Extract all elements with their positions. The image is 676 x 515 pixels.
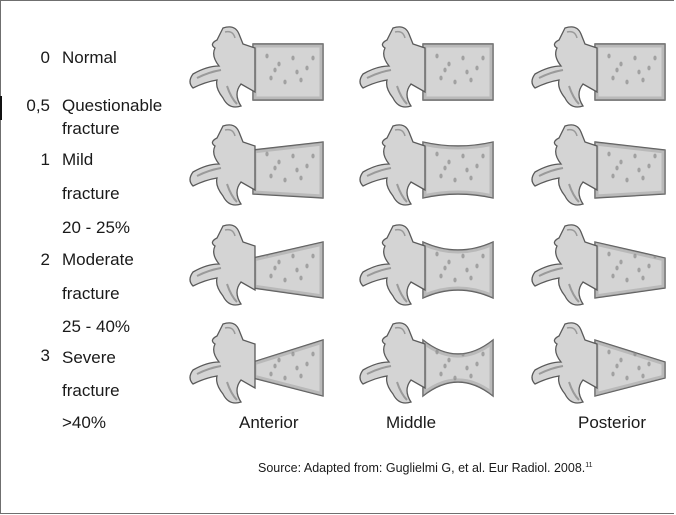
grade-3-label-line1: Severe xyxy=(62,348,116,368)
vertebra-normal-posterior xyxy=(525,22,675,112)
grade-05-label-line1: Questionable xyxy=(62,96,162,116)
vertebra-moderate-anterior xyxy=(183,220,333,310)
vertebra-severe-posterior xyxy=(525,318,675,408)
vertebra-moderate-posterior xyxy=(525,220,675,310)
grade-05-number: 0,5 xyxy=(26,96,50,116)
vertebra-moderate-middle xyxy=(353,220,503,310)
grade-0-label: Normal xyxy=(62,48,117,68)
grade-0-number: 0 xyxy=(26,48,50,68)
vertebra-severe-middle xyxy=(353,318,503,408)
edge-mark xyxy=(0,96,2,120)
grade-05-label-line2: fracture xyxy=(62,119,120,139)
source-text: Source: Adapted from: Guglielmi G, et al… xyxy=(258,461,585,475)
grade-3-number: 3 xyxy=(26,346,50,366)
vertebra-mild-middle xyxy=(353,120,503,210)
grade-1-label-line1: Mild xyxy=(62,150,93,170)
grade-2-number: 2 xyxy=(26,250,50,270)
column-label-middle: Middle xyxy=(386,413,436,433)
grade-2-label-line1: Moderate xyxy=(62,250,134,270)
vertebra-normal-middle xyxy=(353,22,503,112)
source-ref: 11 xyxy=(585,462,592,469)
grade-1-number: 1 xyxy=(26,150,50,170)
vertebra-mild-posterior xyxy=(525,120,675,210)
vertebra-mild-anterior xyxy=(183,120,333,210)
column-label-anterior: Anterior xyxy=(239,413,299,433)
grade-2-range: 25 - 40% xyxy=(62,317,130,337)
column-label-posterior: Posterior xyxy=(578,413,646,433)
source-citation: Source: Adapted from: Guglielmi G, et al… xyxy=(258,458,593,476)
grade-3-label-line2: fracture xyxy=(62,381,120,401)
vertebra-severe-anterior xyxy=(183,318,333,408)
vertebra-normal-anterior xyxy=(183,22,333,112)
grade-3-range: >40% xyxy=(62,413,106,433)
grade-1-range: 20 - 25% xyxy=(62,218,130,238)
grade-1-label-line2: fracture xyxy=(62,184,120,204)
grade-2-label-line2: fracture xyxy=(62,284,120,304)
